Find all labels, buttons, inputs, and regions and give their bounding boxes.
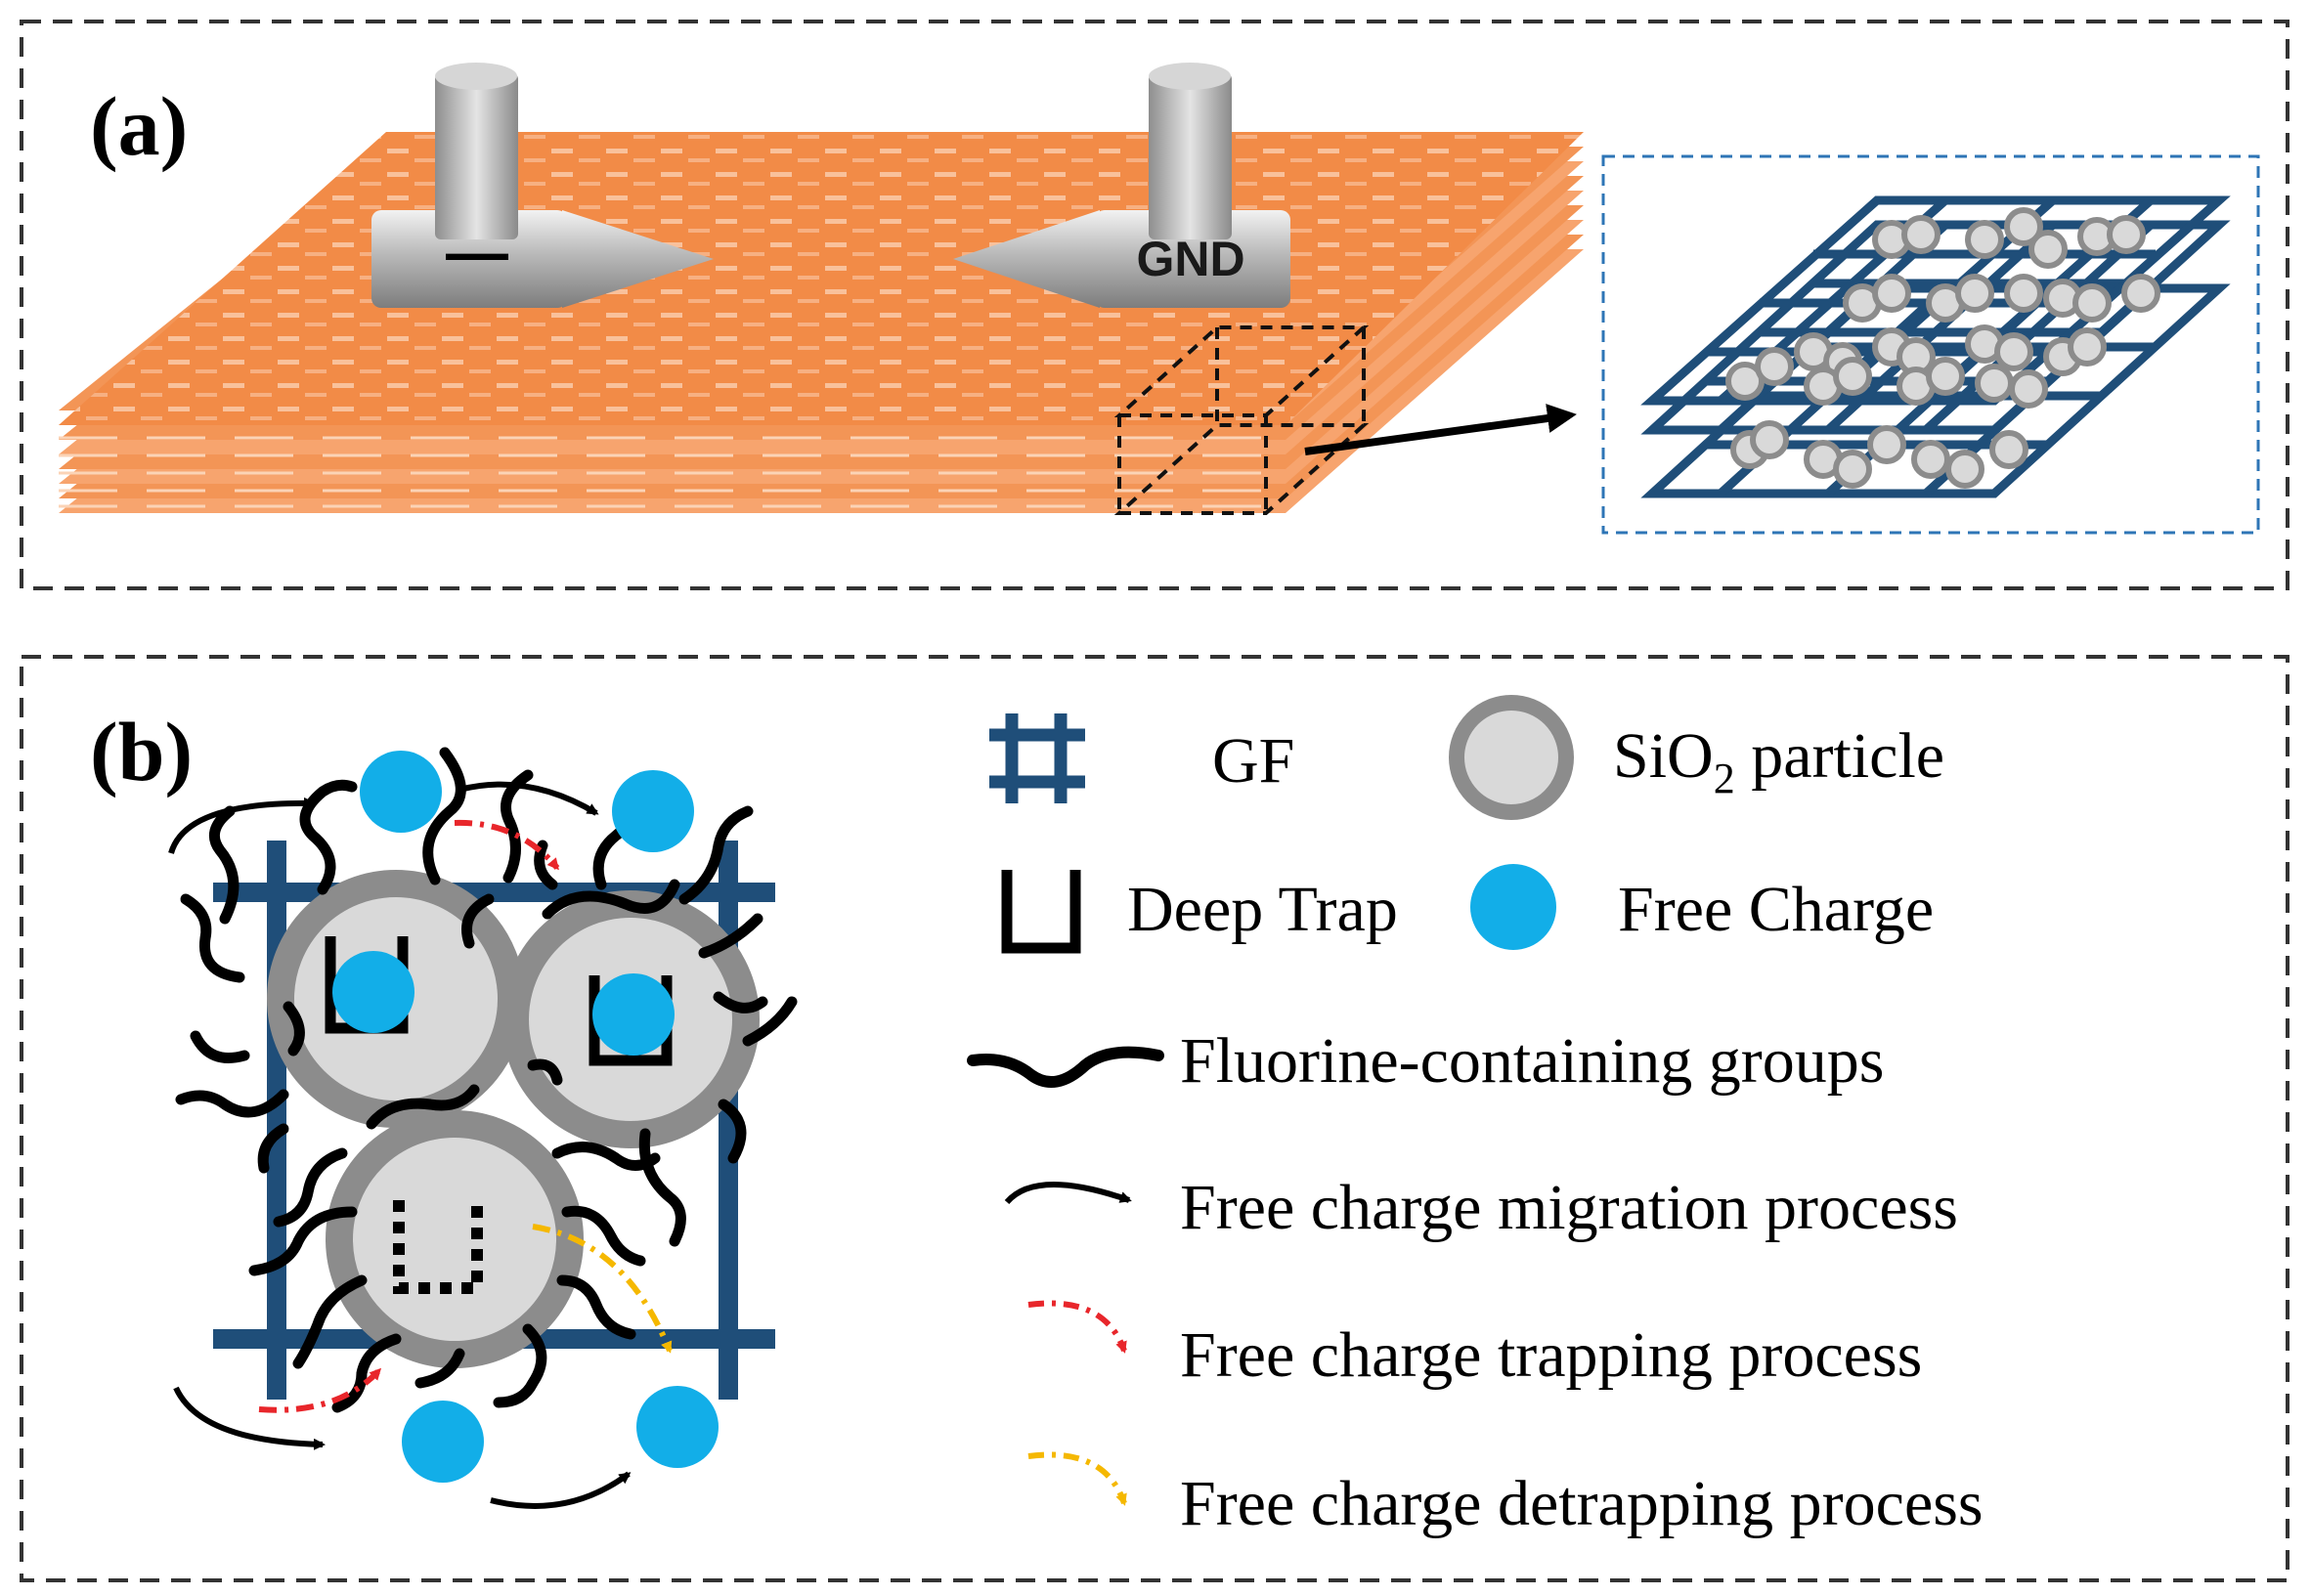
zoom-cube xyxy=(1113,325,1370,515)
negative-sign: — xyxy=(446,217,508,287)
sio2-particle xyxy=(1867,425,1906,464)
trapping-arrow xyxy=(454,819,560,871)
free-charge xyxy=(332,951,414,1033)
sio2-particle xyxy=(326,1110,584,1368)
migration-arrow-icon xyxy=(1004,1182,1132,1205)
gnd-label: GND xyxy=(1136,232,1244,286)
sio2-particle xyxy=(1945,450,1984,489)
sio2-particle xyxy=(1750,420,1789,459)
legend-detrapping: Free charge detrapping process xyxy=(1180,1468,1984,1539)
sio2-particle xyxy=(1955,274,1994,313)
sio2-particle xyxy=(2121,274,2160,313)
migration-arrow xyxy=(173,1386,326,1450)
legend-fluorine: Fluorine-containing groups xyxy=(1180,1025,1884,1097)
sio2-particle xyxy=(2107,215,2146,254)
sio2-particle xyxy=(1926,357,1965,396)
fluorine-group-icon xyxy=(967,1046,1164,1088)
inset-gf-structure xyxy=(1640,195,2231,498)
sio2-particle xyxy=(2004,207,2043,246)
right-electrode: GND xyxy=(953,63,1290,308)
sio2-particle xyxy=(1911,440,1950,479)
free-charge xyxy=(612,770,694,852)
sio2-particle xyxy=(1965,220,2004,259)
detrapping-arrow xyxy=(532,1224,673,1354)
free-charge xyxy=(402,1401,484,1483)
panel-a-label: (a) xyxy=(90,79,188,173)
legend-free-charge: Free Charge xyxy=(1618,874,1934,945)
fluorine-chains xyxy=(175,747,798,1413)
sio2-particle xyxy=(2009,369,2048,409)
sio2-particle-icon xyxy=(1449,695,1574,820)
free-charge xyxy=(636,1386,719,1468)
migration-arrow xyxy=(458,781,599,816)
sio2-particle xyxy=(1833,357,1872,396)
laminate-stack xyxy=(59,132,1584,513)
legend-gf: GF xyxy=(1212,725,1294,797)
sio2-particle xyxy=(1994,332,2033,371)
free-charge xyxy=(360,751,442,833)
gf-icon xyxy=(989,713,1085,803)
sio2-particle xyxy=(2068,327,2107,367)
inset-frame xyxy=(1601,154,2260,535)
legend-trapping: Free charge trapping process xyxy=(1180,1319,1922,1391)
trapping-arrow-icon xyxy=(1027,1300,1127,1354)
sio2-particle xyxy=(1872,274,1911,313)
sio2-particle xyxy=(2004,274,2043,313)
legend-deep-trap: Deep Trap xyxy=(1127,874,1398,945)
migration-arrow xyxy=(168,797,316,854)
sio2-particle xyxy=(2072,283,2112,323)
deep-trap-icon xyxy=(1001,870,1081,954)
panel-b-label: (b) xyxy=(90,705,193,798)
trapping-arrow xyxy=(258,1367,382,1413)
legend: GF SiO2 particle Deep Trap Free Charge F… xyxy=(967,695,1984,1539)
detrapped-trap xyxy=(393,1200,483,1294)
diagram-arrows xyxy=(168,781,673,1509)
migration-arrow xyxy=(490,1471,632,1509)
sio2-particle xyxy=(1755,347,1794,386)
sio2-particle xyxy=(1975,364,2014,403)
panel-a-frame xyxy=(20,20,2289,590)
zoom-arrow xyxy=(1304,404,1577,455)
free-charge xyxy=(592,973,675,1056)
panel-b-frame xyxy=(20,655,2289,1582)
sio2-particle xyxy=(1833,450,1872,489)
inset-particles xyxy=(1725,207,2160,489)
legend-sio2: SiO2 particle xyxy=(1613,720,1944,802)
free-charges xyxy=(332,751,719,1483)
sio2-particle xyxy=(1989,430,2028,469)
legend-migration: Free charge migration process xyxy=(1180,1172,1958,1243)
detrapping-arrow-icon xyxy=(1027,1451,1127,1506)
sio2-particle xyxy=(1901,215,1940,254)
left-electrode: — xyxy=(371,63,714,308)
sio2-particle xyxy=(2028,230,2068,269)
free-charge-icon xyxy=(1470,864,1556,950)
